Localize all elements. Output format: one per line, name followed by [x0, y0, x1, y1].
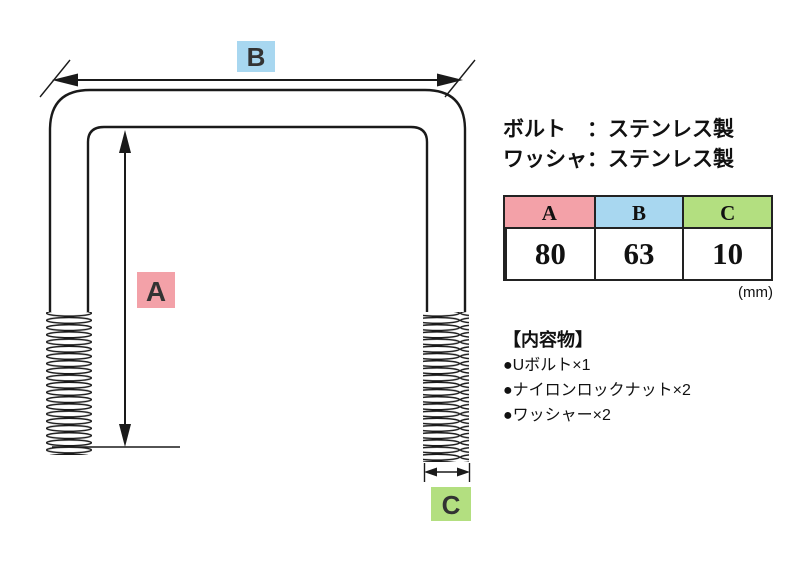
dim-c-arrow — [423, 463, 471, 482]
table-header-c: C — [682, 197, 771, 229]
contents-section: 【内容物】 ●Uボルト×1 ●ナイロンロックナット×2 ●ワッシャー×2 — [503, 327, 788, 428]
left-thread — [46, 312, 92, 455]
table-header-a: A — [505, 197, 594, 229]
unit-label: (mm) — [738, 284, 773, 301]
label-c-text: C — [442, 490, 461, 520]
bolt-inner-outline — [86, 125, 429, 313]
label-a: A — [137, 272, 175, 308]
dimension-table: A B C 80 63 10 — [503, 195, 773, 281]
table-value-b: 63 — [593, 229, 683, 279]
bolt-outer-outline — [48, 88, 467, 313]
right-thread — [423, 312, 469, 462]
contents-item-ubolt: ●Uボルト×1 — [503, 357, 591, 374]
contents-item-locknut: ●ナイロンロックナット×2 — [503, 382, 691, 399]
table-value-c: 10 — [682, 229, 771, 279]
dim-b-arrow — [39, 59, 476, 98]
contents-title: 【内容物】 — [503, 330, 593, 350]
table-value-a: 80 — [505, 229, 594, 279]
spec-bolt-material: ボルト ：ステンレス製 — [503, 118, 734, 141]
info-panel: ボルト ：ステンレス製 ワッシャ：ステンレス製 A B C 80 63 10 (… — [503, 115, 788, 428]
label-c: C — [431, 487, 471, 521]
table-header-b: B — [593, 197, 683, 229]
spec-washer-material: ワッシャ：ステンレス製 — [503, 148, 734, 171]
contents-item-washer: ●ワッシャー×2 — [503, 407, 611, 424]
label-b: B — [237, 41, 275, 72]
label-a-text: A — [146, 276, 166, 307]
u-bolt-diagram: B A C — [39, 41, 476, 521]
dim-a-arrow — [52, 130, 180, 448]
label-b-text: B — [247, 42, 266, 72]
